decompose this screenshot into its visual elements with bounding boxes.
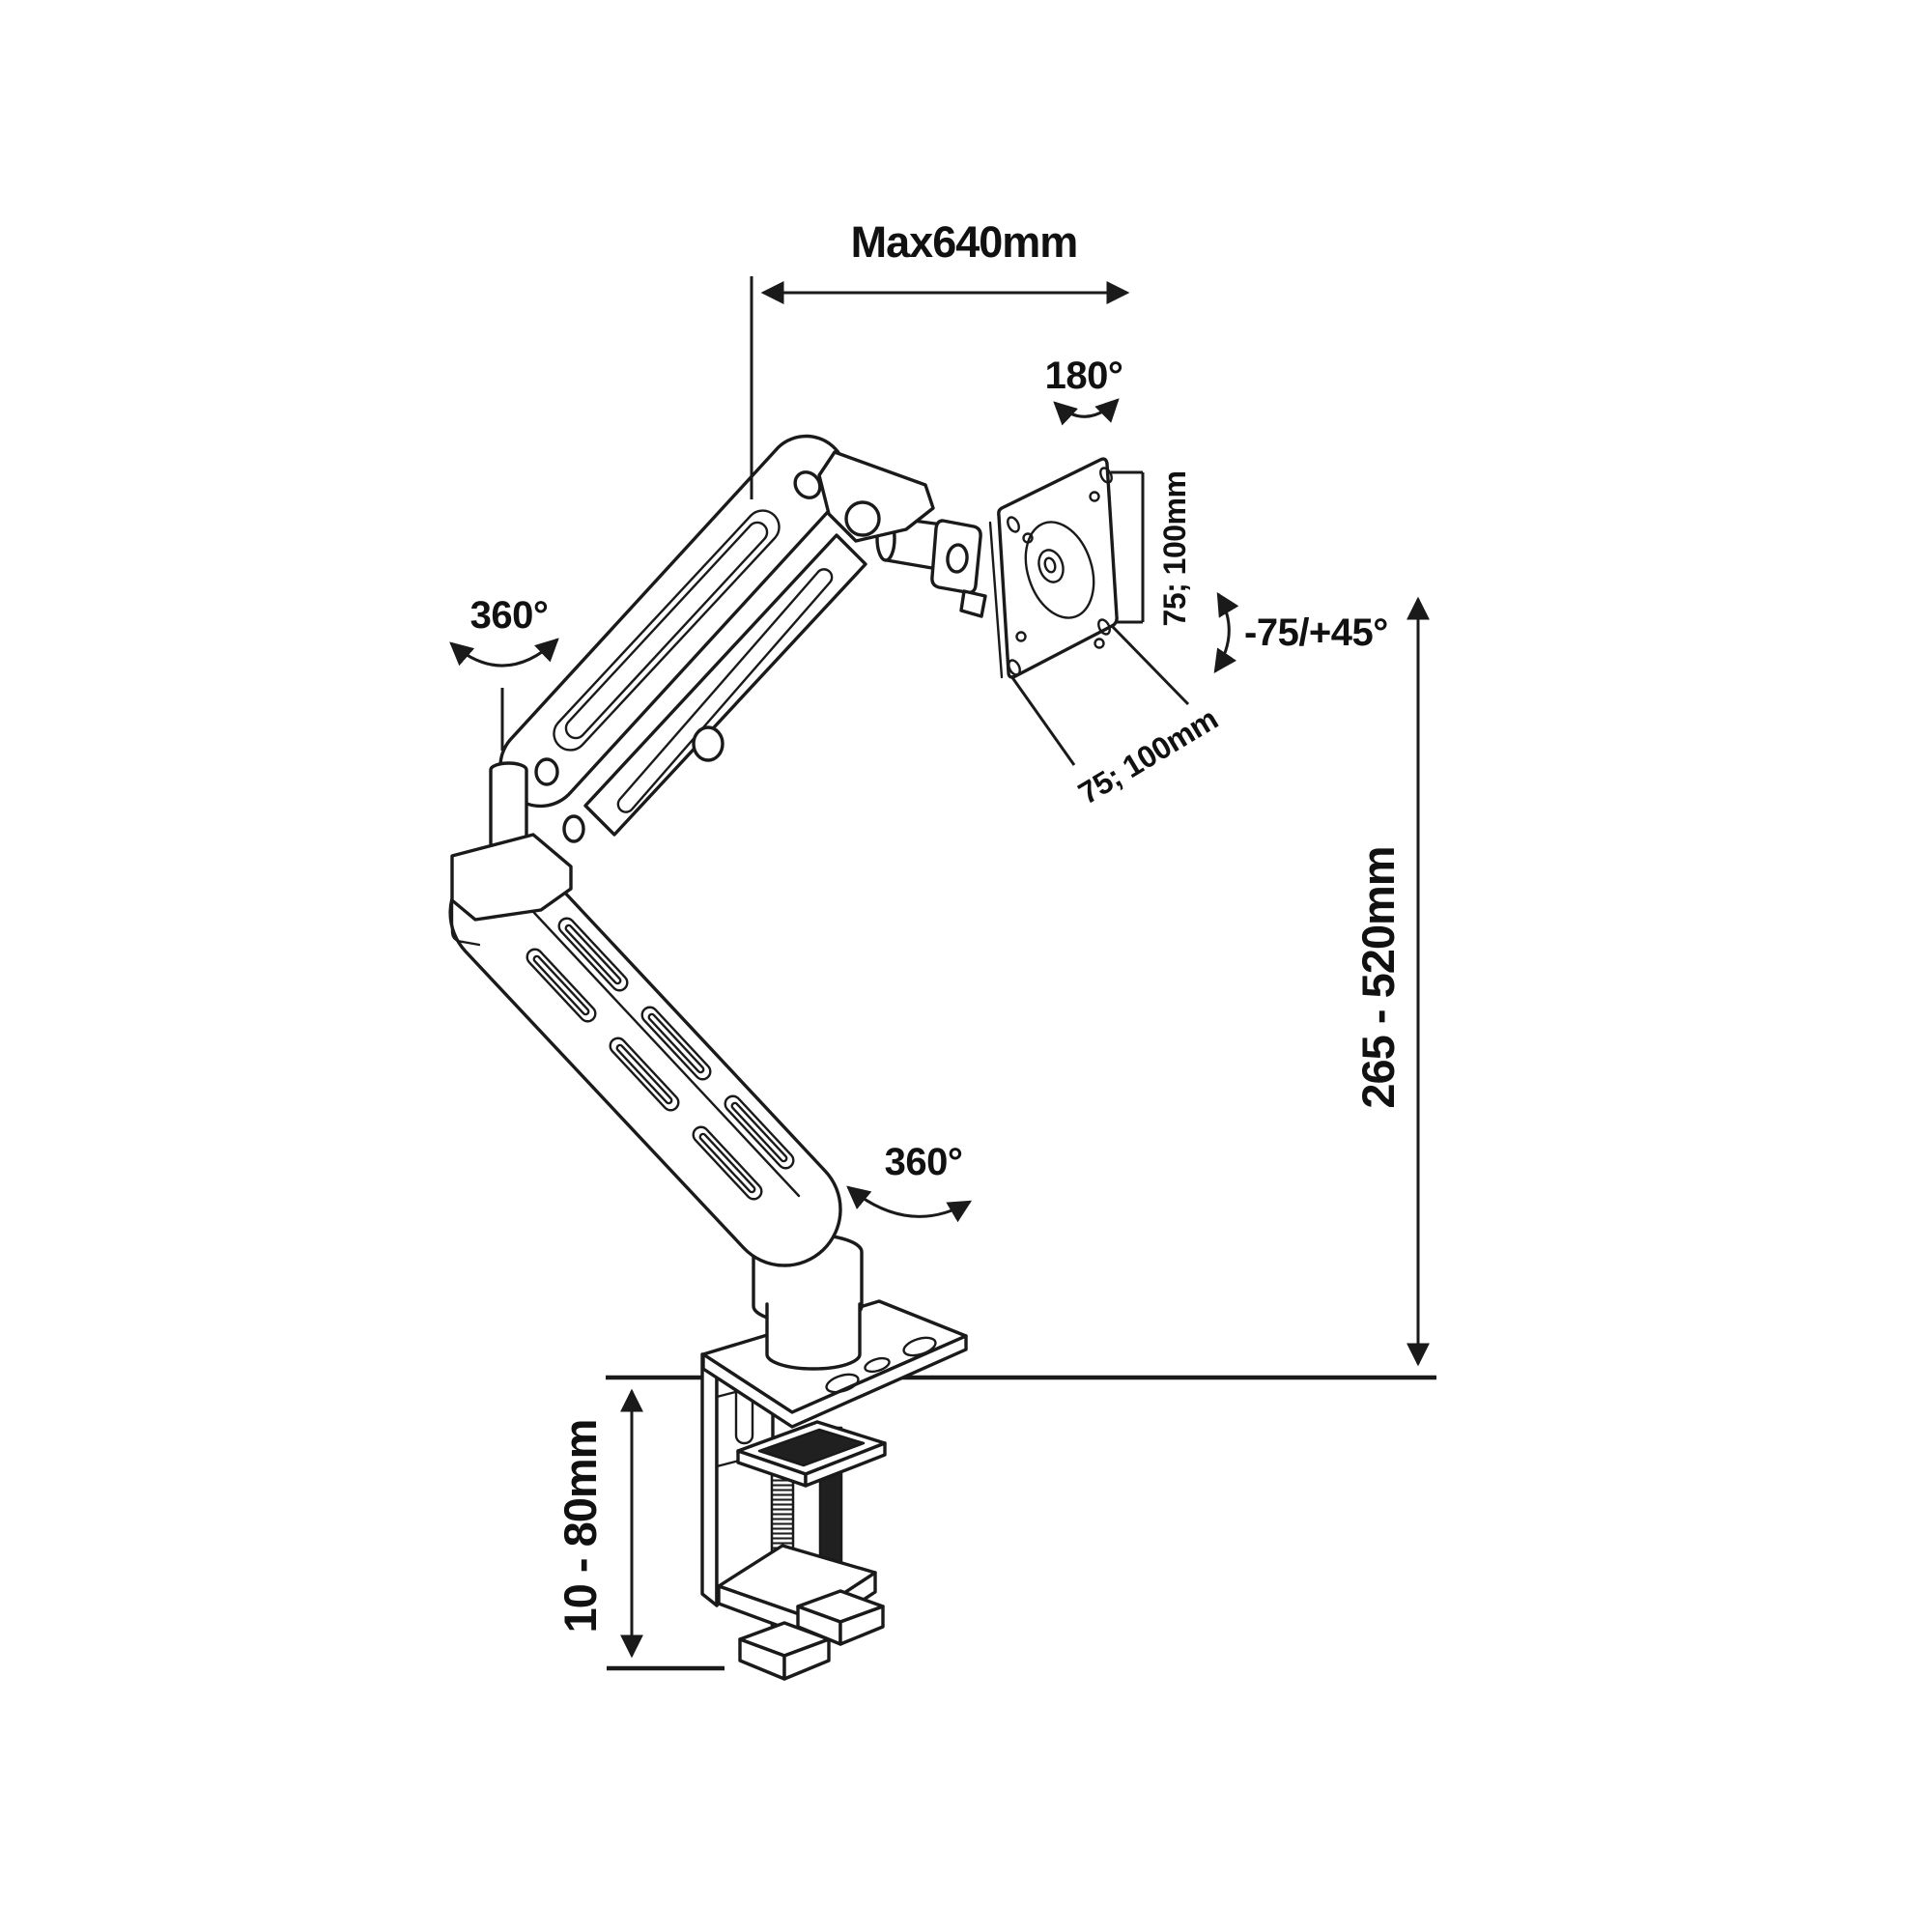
dimension-height-range: 265 - 520mm <box>1352 596 1430 1367</box>
gas-spring-cap <box>692 725 724 762</box>
dimension-vesa-side: 75; 100mm <box>1111 470 1192 627</box>
desk-clamp <box>700 1347 887 1681</box>
label-vesa-side: 75; 100mm <box>1157 471 1192 627</box>
vesa-boss <box>1024 521 1095 619</box>
dimension-swivel-base: 360° <box>846 1141 973 1223</box>
label-tilt: -75/+45° <box>1244 611 1388 654</box>
label-height-range: 265 - 520mm <box>1352 846 1404 1108</box>
clamp-knobs <box>738 1589 885 1681</box>
label-head-swivel: 180° <box>1045 355 1123 397</box>
dimension-tilt: -75/+45° <box>1213 591 1388 673</box>
rotation-arrow-icon <box>449 638 559 668</box>
label-max-reach: Max640mm <box>851 217 1078 267</box>
label-vesa-bottom: 75; 100mm <box>1072 701 1223 811</box>
pivot-screw-upper <box>534 757 559 786</box>
lower-arm <box>448 855 842 1267</box>
clamp-pad-insert <box>757 1428 866 1467</box>
dimension-head-swivel: 180° <box>1045 355 1123 426</box>
vesa-head <box>817 450 1119 679</box>
pivot-screw-lower <box>562 814 585 843</box>
post-bracket <box>450 833 573 922</box>
label-swivel-base: 360° <box>885 1141 963 1183</box>
rotation-arrow-icon <box>1053 398 1120 426</box>
vesa-plate <box>997 457 1119 679</box>
dimension-clamp-thickness: 10 - 80mm <box>554 1388 724 1671</box>
rotation-post <box>450 757 585 947</box>
label-swivel-upper: 360° <box>470 594 549 637</box>
rotation-arrow-icon <box>846 1185 973 1223</box>
elbow-pivot-hole <box>793 470 822 499</box>
dimension-max-reach: Max640mm <box>750 217 1130 499</box>
dimension-swivel-upper: 360° <box>449 594 559 751</box>
tilt-arrow-icon <box>1213 591 1239 673</box>
label-clamp-thickness: 10 - 80mm <box>554 1420 606 1634</box>
